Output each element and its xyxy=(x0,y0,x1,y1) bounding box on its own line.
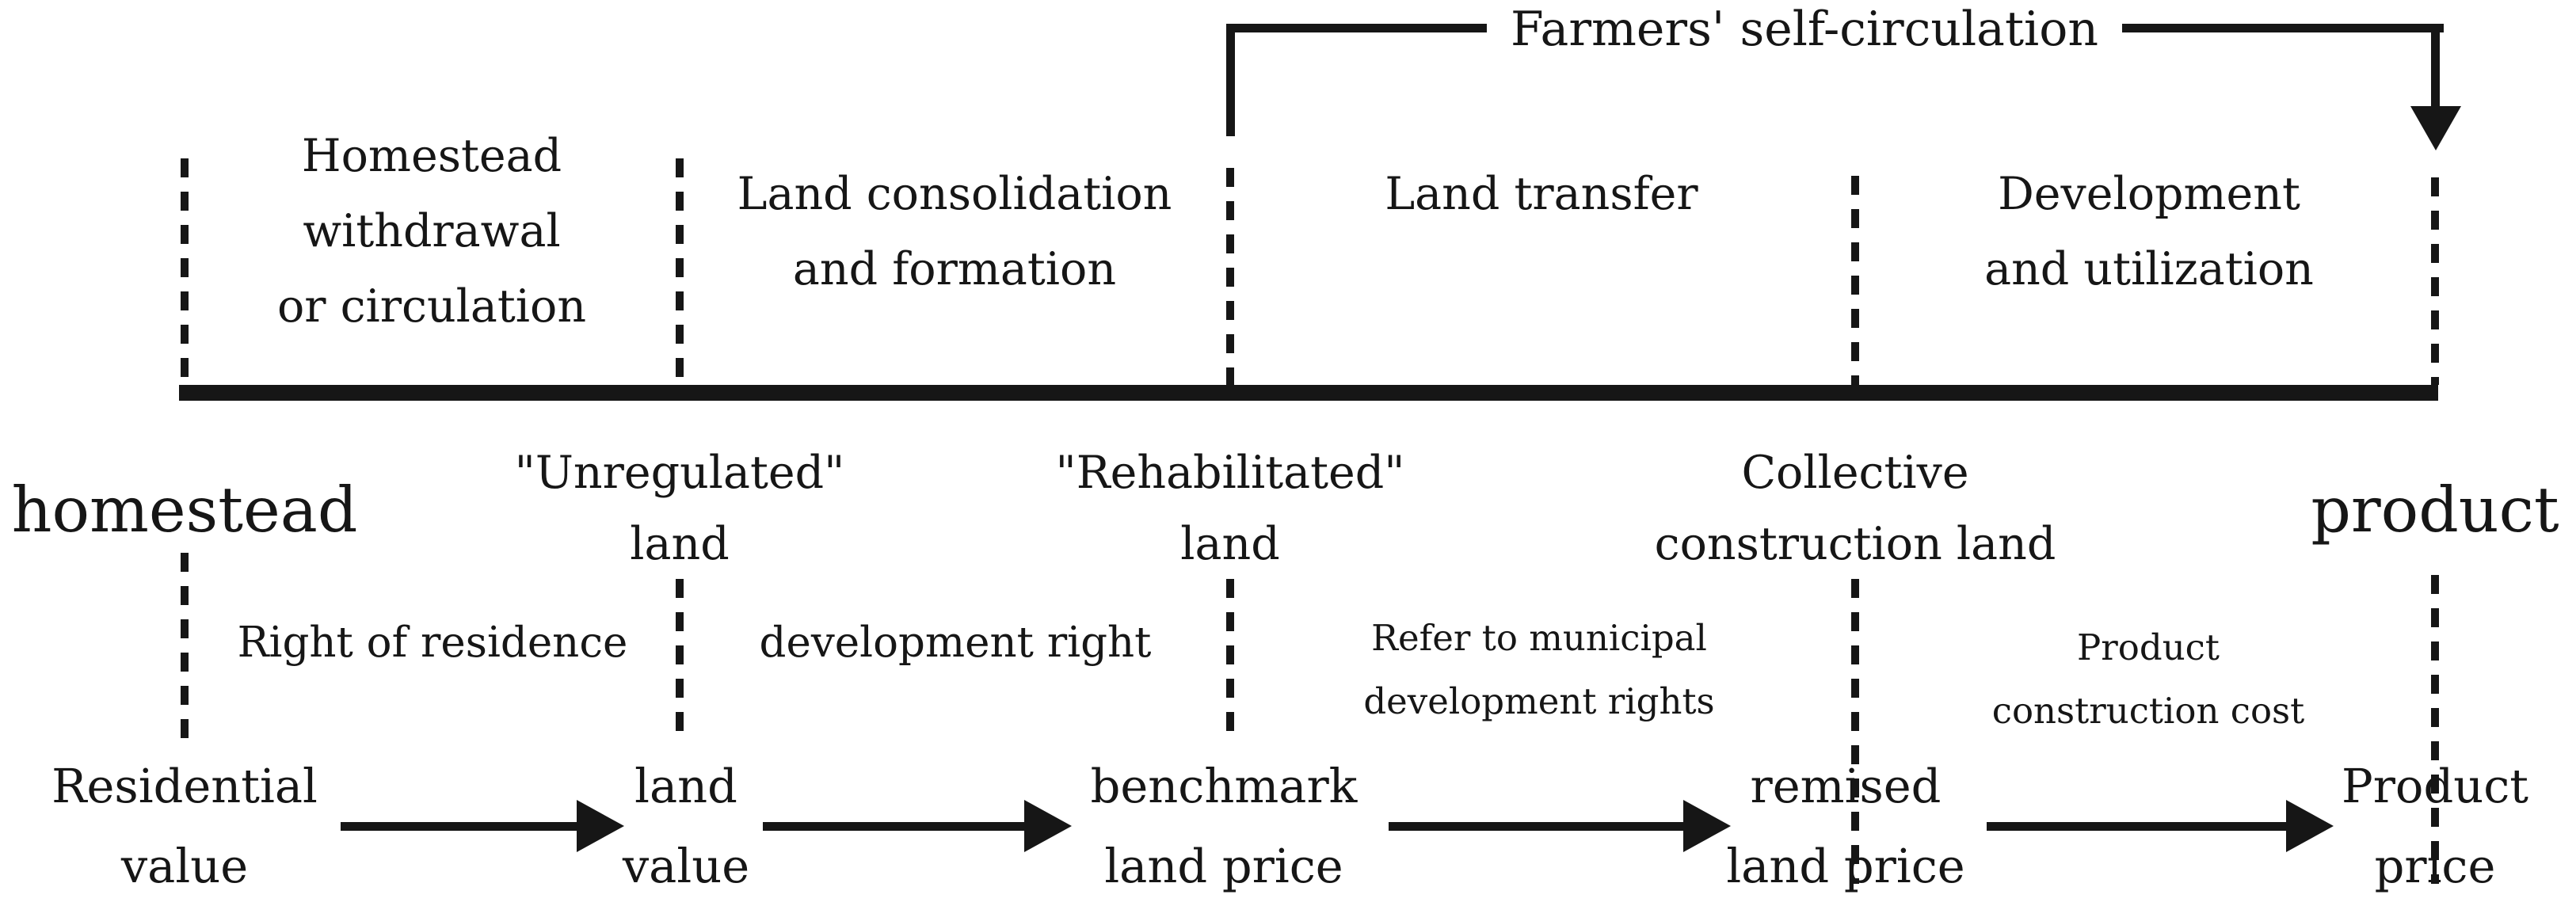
phase-label-development-utilization: Development and utilization xyxy=(1984,168,2314,295)
arrow-shaft xyxy=(1987,822,2289,831)
right-label-development: development right xyxy=(759,619,1152,667)
flow-arrow-1 xyxy=(341,798,624,854)
timeline-tick-5 xyxy=(2431,177,2439,385)
stage-label-unregulated-land: "Unregulated" land xyxy=(514,447,845,570)
value-label-remised-land-price: remised land price xyxy=(1726,759,1965,893)
timeline-tick-4 xyxy=(1851,176,1859,385)
phase-label-land-transfer: Land transfer xyxy=(1385,168,1698,220)
timeline-bar xyxy=(179,385,2438,401)
flow-arrow-2 xyxy=(763,798,1072,854)
right-label-municipal-development: Refer to municipal development rights xyxy=(1363,617,1715,722)
phase-label-land-consolidation: Land consolidation and formation xyxy=(737,168,1172,295)
right-label-product-construction-cost: Product construction cost xyxy=(1991,626,2305,732)
stage-connector-5 xyxy=(2431,575,2439,884)
value-label-land-value: land value xyxy=(622,759,750,893)
stage-label-product: product xyxy=(2311,474,2559,546)
timeline-tick-1 xyxy=(181,158,189,385)
flow-arrow-4 xyxy=(1987,798,2334,854)
arrowhead-right-icon xyxy=(2286,800,2334,852)
stage-connector-4 xyxy=(1851,579,1859,884)
arrow-shaft xyxy=(341,822,580,831)
phase-label-homestead-withdrawal: Homestead withdrawal or circulation xyxy=(276,130,587,333)
self-circulation-bracket-left-leg xyxy=(1226,24,1235,136)
arrowhead-right-icon xyxy=(577,800,624,852)
arrow-shaft xyxy=(1389,822,1686,831)
self-circulation-bracket-right-leg xyxy=(2431,24,2440,111)
stage-connector-3 xyxy=(1226,579,1234,739)
right-label-residence: Right of residence xyxy=(237,619,628,667)
value-label-product-price: Product price xyxy=(2342,759,2528,893)
arrowhead-right-icon xyxy=(1683,800,1731,852)
stage-connector-2 xyxy=(676,579,684,743)
stage-label-rehabilitated-land: "Rehabilitated" land xyxy=(1055,447,1405,570)
value-label-benchmark-land-price: benchmark land price xyxy=(1090,759,1358,893)
flow-arrow-3 xyxy=(1389,798,1731,854)
stage-connector-1 xyxy=(181,553,189,743)
value-label-residential-value: Residential value xyxy=(51,759,318,893)
self-circulation-label: Farmers' self-circulation xyxy=(1486,4,2123,55)
stage-label-homestead: homestead xyxy=(11,474,358,546)
arrow-down-icon xyxy=(2410,106,2461,150)
timeline-tick-2 xyxy=(676,158,684,385)
arrow-shaft xyxy=(763,822,1027,831)
stage-label-collective-construction-land: Collective construction land xyxy=(1654,447,2056,570)
timeline-tick-3 xyxy=(1226,168,1234,385)
arrowhead-right-icon xyxy=(1024,800,1072,852)
